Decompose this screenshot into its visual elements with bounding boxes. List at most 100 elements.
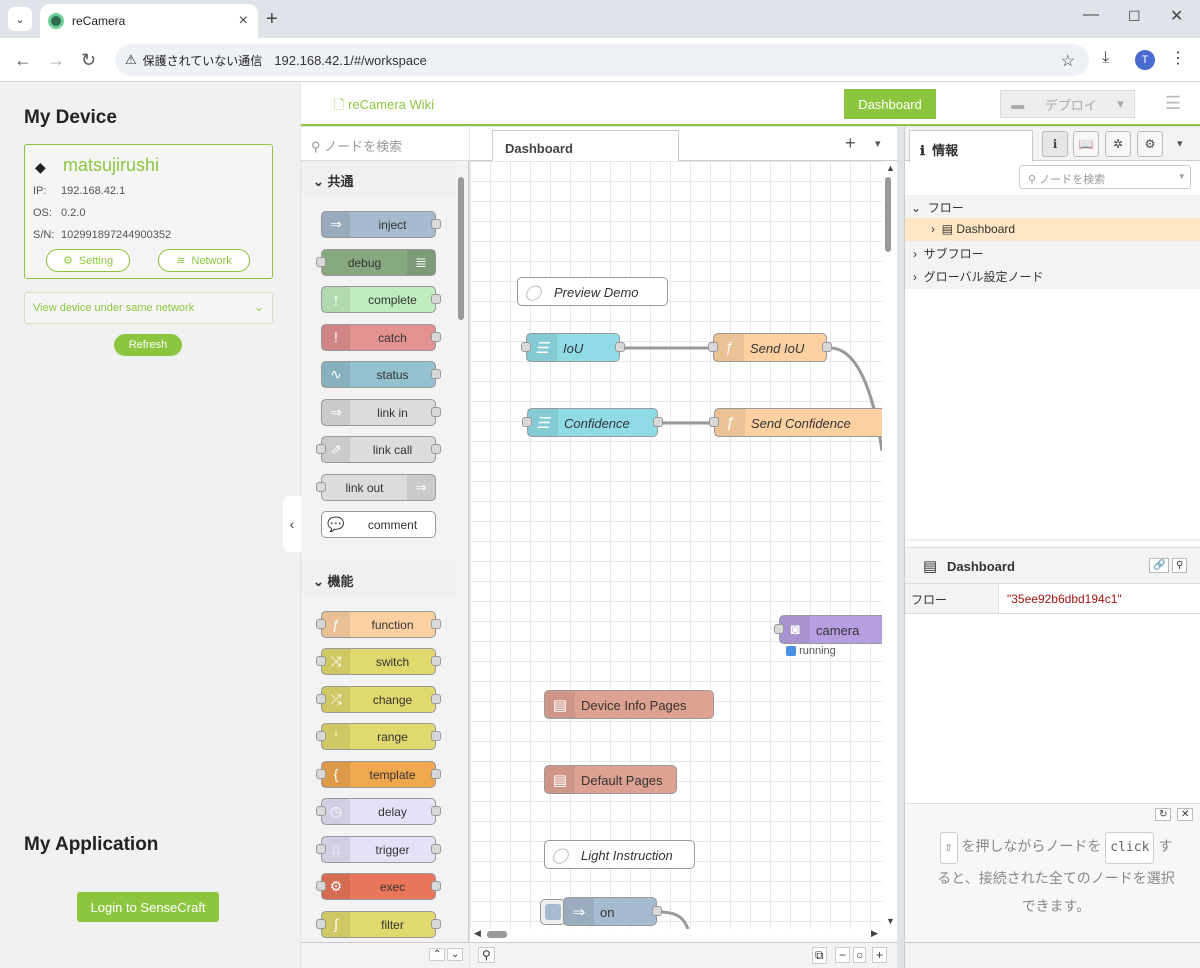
palette-node[interactable]: ⇒link out (316, 473, 436, 501)
new-tab-icon[interactable]: + (266, 8, 278, 30)
input-port[interactable] (521, 342, 531, 352)
device-card[interactable]: ◆ matsujirushi IP:192.168.42.1 OS:0.2.0 … (24, 144, 273, 279)
palette-node[interactable]: ⤮change (316, 685, 441, 713)
tree-item-subflows[interactable]: › サブフロー (905, 241, 1200, 264)
reload-icon[interactable]: ↻ (81, 50, 97, 70)
node-iou[interactable]: ☰ IoU (521, 333, 625, 362)
node-confidence[interactable]: ☰ Confidence (522, 408, 663, 437)
palette-node[interactable]: {template (316, 760, 441, 788)
palette-category[interactable]: ⌄ 共通 (301, 161, 455, 197)
flow-canvas[interactable]: ◯ Preview Demo ☰ IoU ƒ Send IoU ☰ Confid… (470, 161, 882, 929)
add-flow-icon[interactable]: + (845, 133, 856, 153)
input-port[interactable] (709, 417, 719, 427)
close-tab-icon[interactable]: × (238, 12, 248, 29)
network-button[interactable]: ≋Network (158, 249, 250, 272)
scroll-right-icon[interactable]: ▶ (871, 928, 878, 938)
node-light-instruction[interactable]: ◯ Light Instruction (544, 840, 695, 869)
maximize-icon[interactable]: ☐ (1128, 8, 1141, 24)
node-device-info-pages[interactable]: ▤ Device Info Pages (544, 690, 714, 719)
palette-node[interactable]: !complete (321, 286, 441, 313)
output-port[interactable] (615, 342, 625, 352)
flow-list-icon[interactable]: ▾ (875, 138, 881, 150)
bookmark-star-icon[interactable]: ☆ (1060, 53, 1075, 70)
window-close-icon[interactable]: ✕ (1170, 8, 1184, 25)
view-device-dropdown[interactable]: View device under same network⌄ (24, 292, 273, 324)
node-default-pages[interactable]: ▤ Default Pages (544, 765, 677, 794)
login-sensecraft-button[interactable]: Login to SenseCraft (77, 892, 219, 922)
setting-button[interactable]: ⚙Setting (46, 249, 130, 272)
main-menu-icon[interactable]: ☰ (1165, 93, 1182, 113)
dashboard-button[interactable]: Dashboard (844, 89, 936, 119)
browser-menu-icon[interactable]: ⋮ (1170, 50, 1186, 67)
output-port[interactable] (653, 417, 663, 427)
palette-node[interactable]: ∫filter (316, 910, 441, 938)
bug-icon[interactable]: ✲ (1105, 131, 1131, 157)
palette-node[interactable]: ≣debug (316, 248, 436, 276)
resize-divider[interactable] (905, 539, 1200, 541)
zoom-reset-icon[interactable]: ○ (853, 947, 867, 963)
tree-item-dashboard[interactable]: › ▤ Dashboard (905, 218, 1200, 241)
info-icon[interactable]: ℹ (1042, 131, 1068, 157)
palette-node[interactable]: ⇒link in (321, 398, 441, 426)
node-camera[interactable]: ◙ camera (774, 615, 882, 644)
book-icon[interactable]: 📖 (1073, 131, 1099, 157)
palette-node[interactable]: ◷delay (316, 798, 441, 825)
node-send-iou[interactable]: ƒ Send IoU (708, 333, 832, 362)
palette-node[interactable]: 💬comment (321, 511, 436, 538)
tab-info[interactable]: ℹ 情報 (909, 130, 1033, 162)
palette-node[interactable]: ⚙exec (316, 873, 441, 900)
input-port[interactable] (522, 417, 532, 427)
node-preview-demo[interactable]: ◯ Preview Demo (517, 277, 668, 306)
input-port[interactable] (708, 342, 718, 352)
canvas-vertical-scrollbar[interactable] (885, 177, 891, 252)
zoom-out-icon[interactable]: − (835, 947, 851, 963)
collapse-all-icon[interactable]: ⌄ (447, 948, 464, 961)
palette-category[interactable]: ⌄ 機能 (301, 560, 455, 597)
node-on[interactable]: ⇒ on (563, 897, 662, 926)
node-send-confidence[interactable]: ƒ Send Confidence (709, 408, 882, 437)
minimize-icon[interactable]: — (1083, 6, 1099, 23)
back-icon[interactable]: ← (14, 50, 32, 70)
download-icon[interactable]: ⤓ (1102, 49, 1110, 66)
browser-tab[interactable]: reCamera × (40, 4, 258, 38)
close-icon[interactable]: ✕ (1177, 808, 1194, 821)
warning-icon[interactable]: ⚠ (125, 52, 137, 67)
output-port[interactable] (652, 906, 662, 916)
scroll-left-icon[interactable]: ◀ (474, 928, 481, 938)
sidebar-menu-icon[interactable]: ▾ (1177, 138, 1183, 150)
tab-search-button[interactable]: ⌄ (8, 7, 32, 31)
inject-trigger-button[interactable] (540, 899, 566, 925)
search-icon[interactable]: ⚲ (478, 947, 495, 963)
refresh-icon[interactable]: ↻ (1155, 808, 1172, 821)
link-icon[interactable]: 🔗 (1149, 558, 1170, 573)
recamera-wiki-link[interactable]: 🗋 reCamera Wiki (334, 96, 434, 118)
scroll-up-icon[interactable]: ▲ (886, 163, 895, 173)
palette-search-input[interactable]: ⚲ ノードを検索 (301, 127, 469, 161)
sidebar-search-input[interactable]: ⚲ ノードを検索▾ (1019, 165, 1191, 189)
refresh-button[interactable]: Refresh (114, 334, 182, 356)
palette-node[interactable]: !catch (321, 323, 441, 351)
deploy-button[interactable]: ▬デプロイ▾ (1000, 90, 1135, 118)
collapse-panel-button[interactable]: ‹ (283, 496, 301, 552)
chevron-down-icon[interactable]: ▾ (1117, 96, 1124, 111)
canvas-horizontal-scrollbar[interactable] (487, 931, 507, 938)
scroll-down-icon[interactable]: ▼ (886, 916, 895, 926)
palette-node[interactable]: ∿status (321, 361, 441, 388)
palette-node[interactable]: ⇗link call (316, 436, 441, 463)
gear-icon[interactable]: ⚙ (1137, 131, 1163, 157)
forward-icon[interactable]: → (47, 50, 65, 70)
url-text[interactable]: 192.168.42.1/#/workspace (274, 52, 427, 68)
output-port[interactable] (822, 342, 832, 352)
profile-avatar[interactable]: T (1135, 50, 1155, 70)
tree-item-global-config[interactable]: › グローバル設定ノード (905, 264, 1200, 287)
wire-on[interactable] (659, 910, 690, 929)
input-port[interactable] (774, 624, 784, 634)
palette-node[interactable]: ⇒inject (321, 211, 441, 238)
palette-node[interactable]: ⤨switch (316, 648, 441, 675)
tree-item-flows[interactable]: ⌄ フロー (905, 195, 1200, 218)
tab-dashboard[interactable]: Dashboard (492, 130, 679, 162)
palette-node[interactable]: ⎍trigger (316, 835, 441, 863)
map-icon[interactable]: ⧉ (812, 947, 827, 964)
expand-all-icon[interactable]: ⌃ (429, 948, 446, 961)
